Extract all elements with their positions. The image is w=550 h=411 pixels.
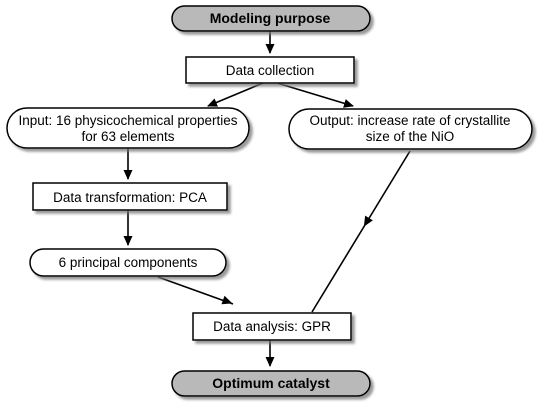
rounded-box <box>288 108 533 150</box>
modeling-purpose-label: Modeling purpose <box>210 10 331 26</box>
process-box <box>32 182 228 211</box>
output-label-line1: Output: increase rate of crystallite <box>309 113 510 128</box>
mid-arrowheads <box>221 215 373 305</box>
terminal-shape <box>171 5 371 32</box>
mid-arrowhead-components <box>221 295 233 305</box>
node-output: Output: increase rate of crystallite siz… <box>288 108 533 150</box>
node-principal-components: 6 principal components <box>29 248 227 277</box>
principal-components-label: 6 principal components <box>59 255 198 270</box>
optimum-catalyst-label: Optimum catalyst <box>212 375 330 391</box>
data-collection-label: Data collection <box>226 63 315 78</box>
output-label-line2: size of the NiO <box>366 129 455 144</box>
node-input: Input: 16 physicochemical properties for… <box>6 107 250 149</box>
terminal-shape <box>171 370 371 397</box>
connectors <box>123 31 411 367</box>
node-optimum-catalyst: Optimum catalyst <box>171 370 371 397</box>
data-analysis-label: Data analysis: GPR <box>213 319 331 334</box>
process-box <box>192 312 352 341</box>
arrow-components-to-analysis <box>157 276 234 305</box>
process-box <box>185 56 355 84</box>
node-data-collection: Data collection <box>185 56 355 84</box>
node-data-analysis: Data analysis: GPR <box>192 312 352 341</box>
arrow-collection-to-output <box>276 82 354 108</box>
node-modeling-purpose: Modeling purpose <box>171 5 371 32</box>
input-label-line1: Input: 16 physicochemical properties <box>18 113 237 128</box>
node-data-transformation: Data transformation: PCA <box>32 182 228 211</box>
arrow-collection-to-input <box>207 82 264 107</box>
data-transformation-label: Data transformation: PCA <box>53 190 207 205</box>
input-label-line2: for 63 elements <box>81 129 174 144</box>
rounded-box <box>6 107 250 149</box>
rounded-box <box>29 248 227 277</box>
arrow-output-to-analysis <box>311 150 411 313</box>
mid-arrowhead-output <box>363 215 373 227</box>
